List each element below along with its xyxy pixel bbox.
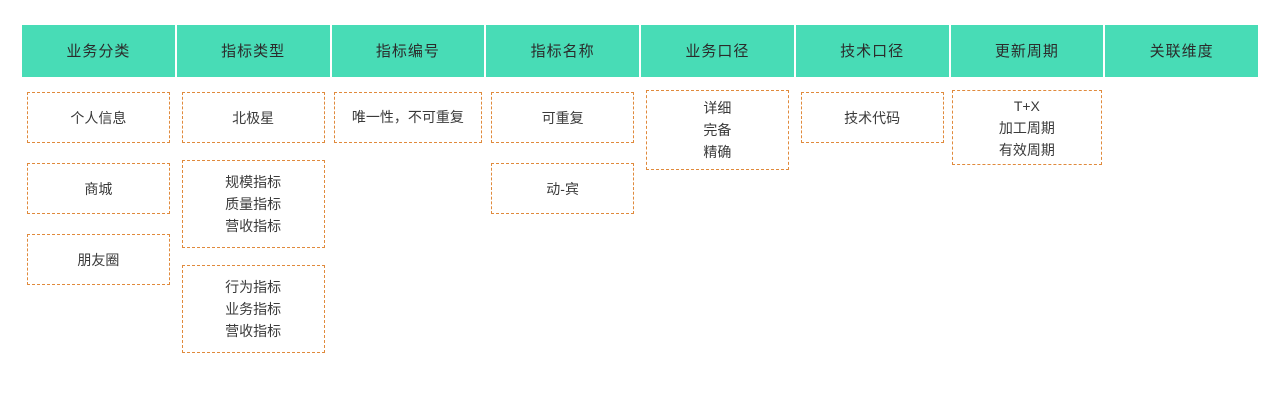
card-line: 质量指标 [225,196,282,212]
column-body-business-category: 个人信息 商城 朋友圈 [22,77,175,285]
card-line: 唯一性，不可重复 [351,109,464,125]
column-header-label: 技术口径 [840,42,905,60]
column-header-label: 指标名称 [530,42,595,60]
column-header-label: 关联维度 [1149,42,1214,60]
card-line: 朋友圈 [77,251,120,268]
column-body-update-cycle: T+X 加工周期 有效周期 [951,77,1104,165]
column-header-business-definition[interactable]: 业务口径 [641,25,794,77]
card-line: 规模指标 [225,174,282,190]
column-header-label: 指标编号 [375,42,440,60]
card-item[interactable]: 唯一性，不可重复 [333,92,482,143]
card-line: 技术代码 [844,109,901,126]
column-header-metric-code[interactable]: 指标编号 [331,25,485,77]
card-line: 详细 [703,100,732,116]
table-header-row: 业务分类 指标类型 指标编号 指标名称 业务口径 技术口径 更新周期 关联维度 [22,25,1258,77]
column-header-label: 更新周期 [994,42,1059,60]
card-line: 北极星 [232,109,275,126]
card-item[interactable]: T+X 加工周期 有效周期 [951,90,1102,165]
card-item[interactable]: 行为指标 业务指标 营收指标 [181,265,325,353]
card-item[interactable]: 商城 [26,163,170,214]
card-item[interactable]: 技术代码 [800,92,944,143]
column-body-technical-definition: 技术代码 [796,77,949,143]
column-header-update-cycle[interactable]: 更新周期 [950,25,1104,77]
card-line: 行为指标 [225,279,282,295]
table-body-row: 个人信息 商城 朋友圈 北极星 规模指标 质量指标 营收指标 行为指标 业务指标… [22,77,1258,403]
card-line: 营收指标 [225,218,282,234]
card-line: 动-宾 [546,180,579,197]
card-line: T+X [1013,97,1040,114]
card-line: 营收指标 [225,323,282,339]
column-header-related-dimension[interactable]: 关联维度 [1105,25,1258,77]
card-item[interactable]: 朋友圈 [26,234,170,285]
column-body-related-dimension [1105,77,1258,92]
card-item[interactable]: 北极星 [181,92,325,143]
column-body-metric-name: 可重复 动-宾 [486,77,639,214]
card-line: 精确 [703,144,732,160]
column-body-metric-code: 唯一性，不可重复 [332,77,485,143]
card-item[interactable]: 动-宾 [491,163,635,214]
card-line: 商城 [84,180,113,197]
column-body-business-definition: 详细 完备 精确 [641,77,794,170]
card-item[interactable]: 可重复 [491,92,635,143]
card-item[interactable]: 详细 完备 精确 [645,90,789,170]
card-item[interactable]: 个人信息 [26,92,170,143]
column-header-metric-type[interactable]: 指标类型 [176,25,330,77]
column-header-business-category[interactable]: 业务分类 [22,25,175,77]
column-header-metric-name[interactable]: 指标名称 [486,25,639,77]
card-line: 可重复 [541,109,584,126]
card-line: 加工周期 [998,119,1055,136]
column-header-label: 指标类型 [221,42,286,60]
column-header-label: 业务分类 [66,42,131,60]
card-line: 业务指标 [225,301,282,317]
card-line: 个人信息 [70,109,127,126]
column-header-label: 业务口径 [685,42,750,60]
card-item[interactable]: 规模指标 质量指标 营收指标 [181,160,325,248]
column-header-technical-definition[interactable]: 技术口径 [795,25,949,77]
column-body-metric-type: 北极星 规模指标 质量指标 营收指标 行为指标 业务指标 营收指标 [177,77,330,353]
card-line: 完备 [703,122,732,138]
card-line: 有效周期 [998,141,1055,158]
